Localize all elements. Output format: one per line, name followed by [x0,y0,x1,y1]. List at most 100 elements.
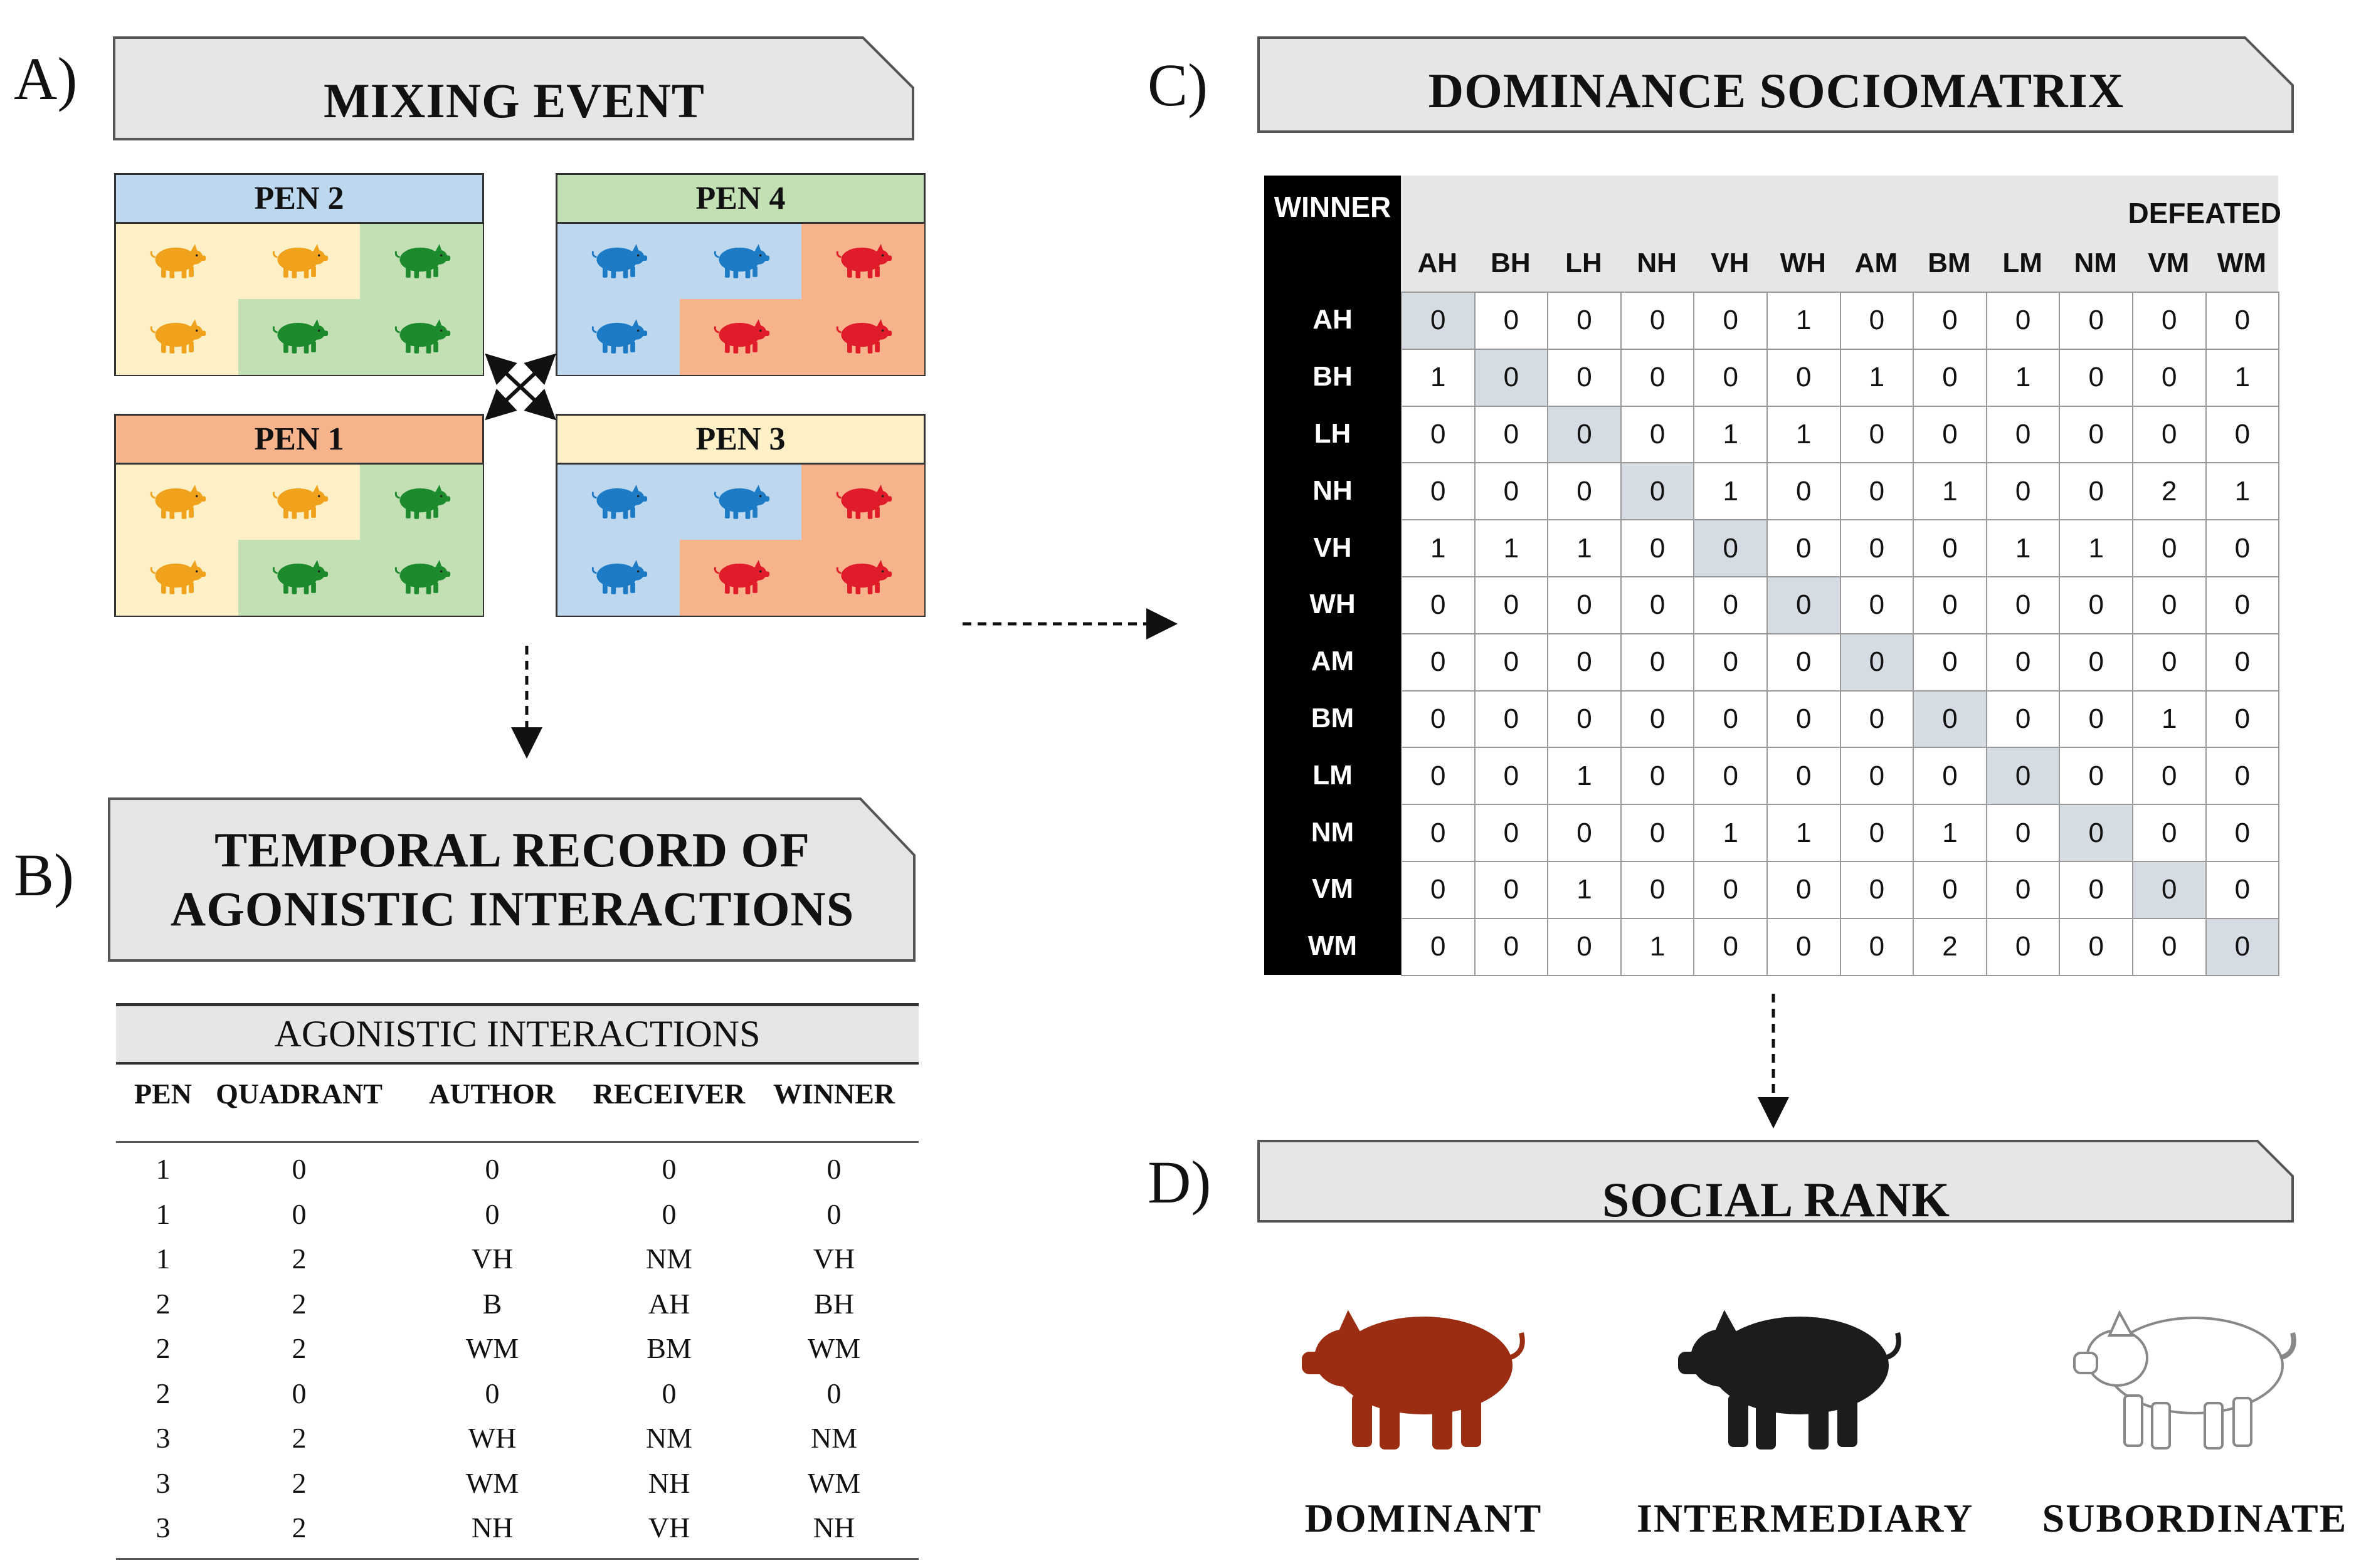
matrix-cell: 0 [2059,917,2133,976]
matrix-cell: 0 [1401,292,1476,350]
matrix-cell: 0 [1693,519,1768,577]
table-cell: WM [465,1466,519,1499]
table-cell: VH [813,1243,855,1275]
pen-cell [116,299,239,375]
table-cell: WH [468,1422,517,1454]
panel-letter-a: A) [14,45,78,112]
table-rule [116,1141,919,1143]
rank-pig-icon [1298,1285,1549,1461]
pig-icon [710,478,771,524]
matrix-cell: 0 [1913,633,1987,692]
pig-icon [269,554,329,599]
matrix-cell: 0 [1985,462,2061,521]
matrix-cell: 0 [2132,519,2207,577]
table-cell: 0 [662,1377,677,1409]
table-cell: 2 [292,1243,307,1275]
matrix-cell: 0 [1474,405,1549,464]
matrix-cell: 0 [1620,462,1695,521]
matrix-cell: 1 [1693,462,1768,521]
table-cell: 2 [292,1332,307,1364]
matrix-cell: 0 [1620,690,1695,749]
matrix-cell: 0 [1839,804,1914,862]
matrix-cell: 0 [1985,917,2061,976]
matrix-cell: 1 [2059,519,2133,577]
matrix-cell: 0 [1913,861,1987,919]
matrix-row-label: AH [1312,304,1353,335]
matrix-cell: 1 [1913,462,1987,521]
matrix-cell: 0 [2059,576,2133,634]
matrix-cell: 0 [1693,292,1768,350]
matrix-cell: 0 [1913,747,1987,806]
table-cell: WM [807,1332,861,1364]
table-cell: 0 [292,1153,307,1185]
pen-title: PEN 4 [557,175,924,224]
table-cell: NH [648,1466,690,1499]
matrix-cell: 0 [1913,576,1987,634]
defeated-label: DEFEATED [2128,197,2282,229]
matrix-cell: 0 [1620,292,1695,350]
matrix-row-label: BM [1311,702,1354,734]
panel-letter-b: B) [14,841,74,908]
matrix-cell: 0 [1474,292,1549,350]
matrix-row-label: BH [1312,361,1353,392]
matrix-cell: 0 [1620,747,1695,806]
pen-cell [238,465,361,540]
matrix-cell: 0 [2059,747,2133,806]
pen-cell [801,540,924,616]
pig-icon [588,554,648,599]
table-cell: 2 [292,1466,307,1499]
pen-body [557,224,924,375]
table-cell: NM [810,1422,858,1454]
matrix-cell: 0 [1839,917,1914,976]
pig-icon [710,554,771,599]
matrix-cell: 0 [1985,690,2061,749]
matrix-cell: 0 [2059,348,2133,407]
matrix-cell: 0 [1474,462,1549,521]
mixing-cross-arrows [485,353,556,421]
matrix-cell: 0 [1401,804,1476,862]
matrix-cell: 0 [1401,462,1476,521]
table-cell: VH [471,1243,514,1275]
pen-1: PEN 1 [114,414,484,617]
agonistic-column-header: PEN [134,1078,192,1110]
table-cell: 0 [485,1377,500,1409]
matrix-cell: 0 [1547,576,1622,634]
rank-label: SUBORDINATE [2042,1496,2348,1540]
matrix-cell: 1 [1913,804,1987,862]
matrix-cell: 0 [1985,804,2061,862]
pen-cell [238,540,361,616]
matrix-cell: 0 [1985,633,2061,692]
matrix-cell: 0 [1547,348,1622,407]
pen-cell [679,299,803,375]
pen-cell [360,224,483,300]
pen-title: PEN 1 [116,416,482,465]
matrix-cell: 0 [2205,633,2280,692]
matrix-cell: 0 [1620,348,1695,407]
pen-cell [557,465,680,540]
pig-icon [391,238,451,283]
table-cell: NH [471,1512,514,1544]
pen-cell [679,540,803,616]
pig-icon [391,313,451,358]
matrix-cell: 0 [1474,861,1549,919]
matrix-column-label: WM [2217,248,2266,278]
matrix-cell: 0 [2132,861,2207,919]
matrix-cell: 0 [2132,747,2207,806]
table-cell: 3 [156,1466,171,1499]
matrix-cell: 0 [1839,576,1914,634]
pen-cell [116,540,239,616]
table-cell: 2 [292,1287,307,1320]
matrix-cell: 0 [1693,690,1768,749]
banner-title: SOCIAL RANK [1602,1172,1950,1228]
pen-title: PEN 2 [116,175,482,224]
matrix-cell: 0 [1839,519,1914,577]
matrix-cell: 1 [2205,462,2280,521]
table-cell: B [482,1287,502,1320]
table-cell: 0 [292,1377,307,1409]
matrix-cell: 0 [1913,292,1987,350]
table-cell: 0 [485,1197,500,1230]
matrix-cell: 0 [1401,633,1476,692]
matrix-row-label: WH [1309,589,1356,620]
matrix-cell: 1 [1620,917,1695,976]
